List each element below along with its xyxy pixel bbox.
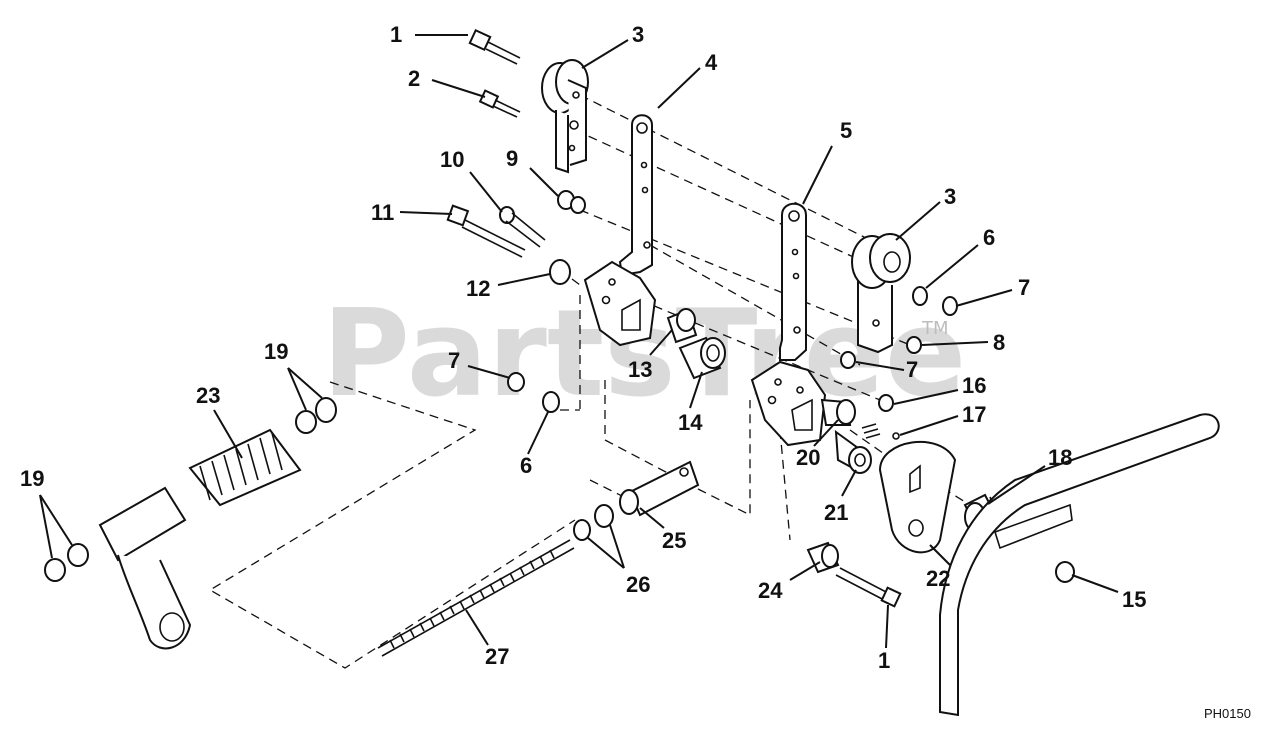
bolt-1-top	[468, 28, 521, 65]
bolt-2	[478, 89, 521, 118]
clevis-25	[619, 460, 700, 517]
callout-11: 11	[371, 200, 394, 225]
callout-9: 9	[506, 146, 518, 171]
bushing-13	[666, 308, 698, 344]
washer-6-left	[542, 391, 560, 413]
plate-22	[878, 440, 957, 554]
leader-lines	[39, 34, 1119, 649]
bolt-11	[446, 204, 526, 258]
callout-7-right: 7	[1018, 275, 1030, 300]
callout-1-top: 1	[390, 22, 402, 47]
watermark-trademark: TM	[921, 318, 949, 339]
alignment-lines	[545, 94, 971, 541]
callout-23: 23	[196, 383, 220, 408]
roller-bracket-3-right	[851, 233, 911, 354]
callout-20: 20	[796, 445, 820, 470]
callout-8: 8	[993, 330, 1005, 355]
callout-7-left: 7	[448, 348, 460, 373]
bolt-10	[499, 206, 546, 248]
nuts-19-right	[295, 397, 337, 434]
yoke-assembly	[98, 486, 192, 650]
callout-12: 12	[466, 276, 490, 301]
callout-18: 18	[1048, 445, 1072, 470]
callout-27: 27	[485, 644, 509, 669]
spring-assembly-box	[208, 381, 576, 669]
nut-9	[557, 190, 586, 214]
bushing-20	[820, 398, 856, 426]
callout-14: 14	[678, 410, 703, 435]
callout-19-right: 19	[264, 339, 288, 364]
callout-17: 17	[962, 402, 986, 427]
spring-23	[188, 428, 302, 507]
bushing-14	[678, 336, 726, 380]
bushing-21	[834, 429, 872, 474]
nut-7-left	[507, 372, 525, 392]
callout-6-left: 6	[520, 453, 532, 478]
callout-15: 15	[1122, 587, 1146, 612]
callout-5: 5	[840, 118, 852, 143]
callout-7-mid: 7	[906, 357, 918, 382]
handle-shaft	[939, 413, 1220, 717]
callout-1-bottom: 1	[878, 648, 890, 673]
callout-labels: 1 2 3 4 5 3 6 7 8 7 16 17 9 10 11 12 13 …	[20, 22, 1146, 673]
bolt-1-bottom	[835, 567, 902, 608]
callout-26: 26	[626, 572, 650, 597]
callout-3-left: 3	[632, 22, 644, 47]
washers-26	[573, 504, 614, 541]
roller-bracket-3-left	[541, 59, 589, 174]
callout-24: 24	[758, 578, 783, 603]
callout-19-left: 19	[20, 466, 44, 491]
threaded-rod-27	[377, 539, 575, 657]
callout-2: 2	[408, 66, 420, 91]
drawing-code: PH0150	[1204, 706, 1251, 721]
lever-4	[583, 114, 657, 347]
callout-10: 10	[440, 147, 464, 172]
callout-25: 25	[662, 528, 686, 553]
nuts-19-left	[44, 543, 89, 582]
callout-13: 13	[628, 357, 652, 382]
hardware-right	[840, 286, 958, 440]
callout-4: 4	[705, 50, 718, 75]
callout-16: 16	[962, 373, 986, 398]
callout-3-right: 3	[944, 184, 956, 209]
callout-6-right: 6	[983, 225, 995, 250]
washer-12	[549, 259, 571, 285]
callout-22: 22	[926, 566, 950, 591]
callout-21: 21	[824, 500, 848, 525]
lever-5	[750, 202, 827, 447]
